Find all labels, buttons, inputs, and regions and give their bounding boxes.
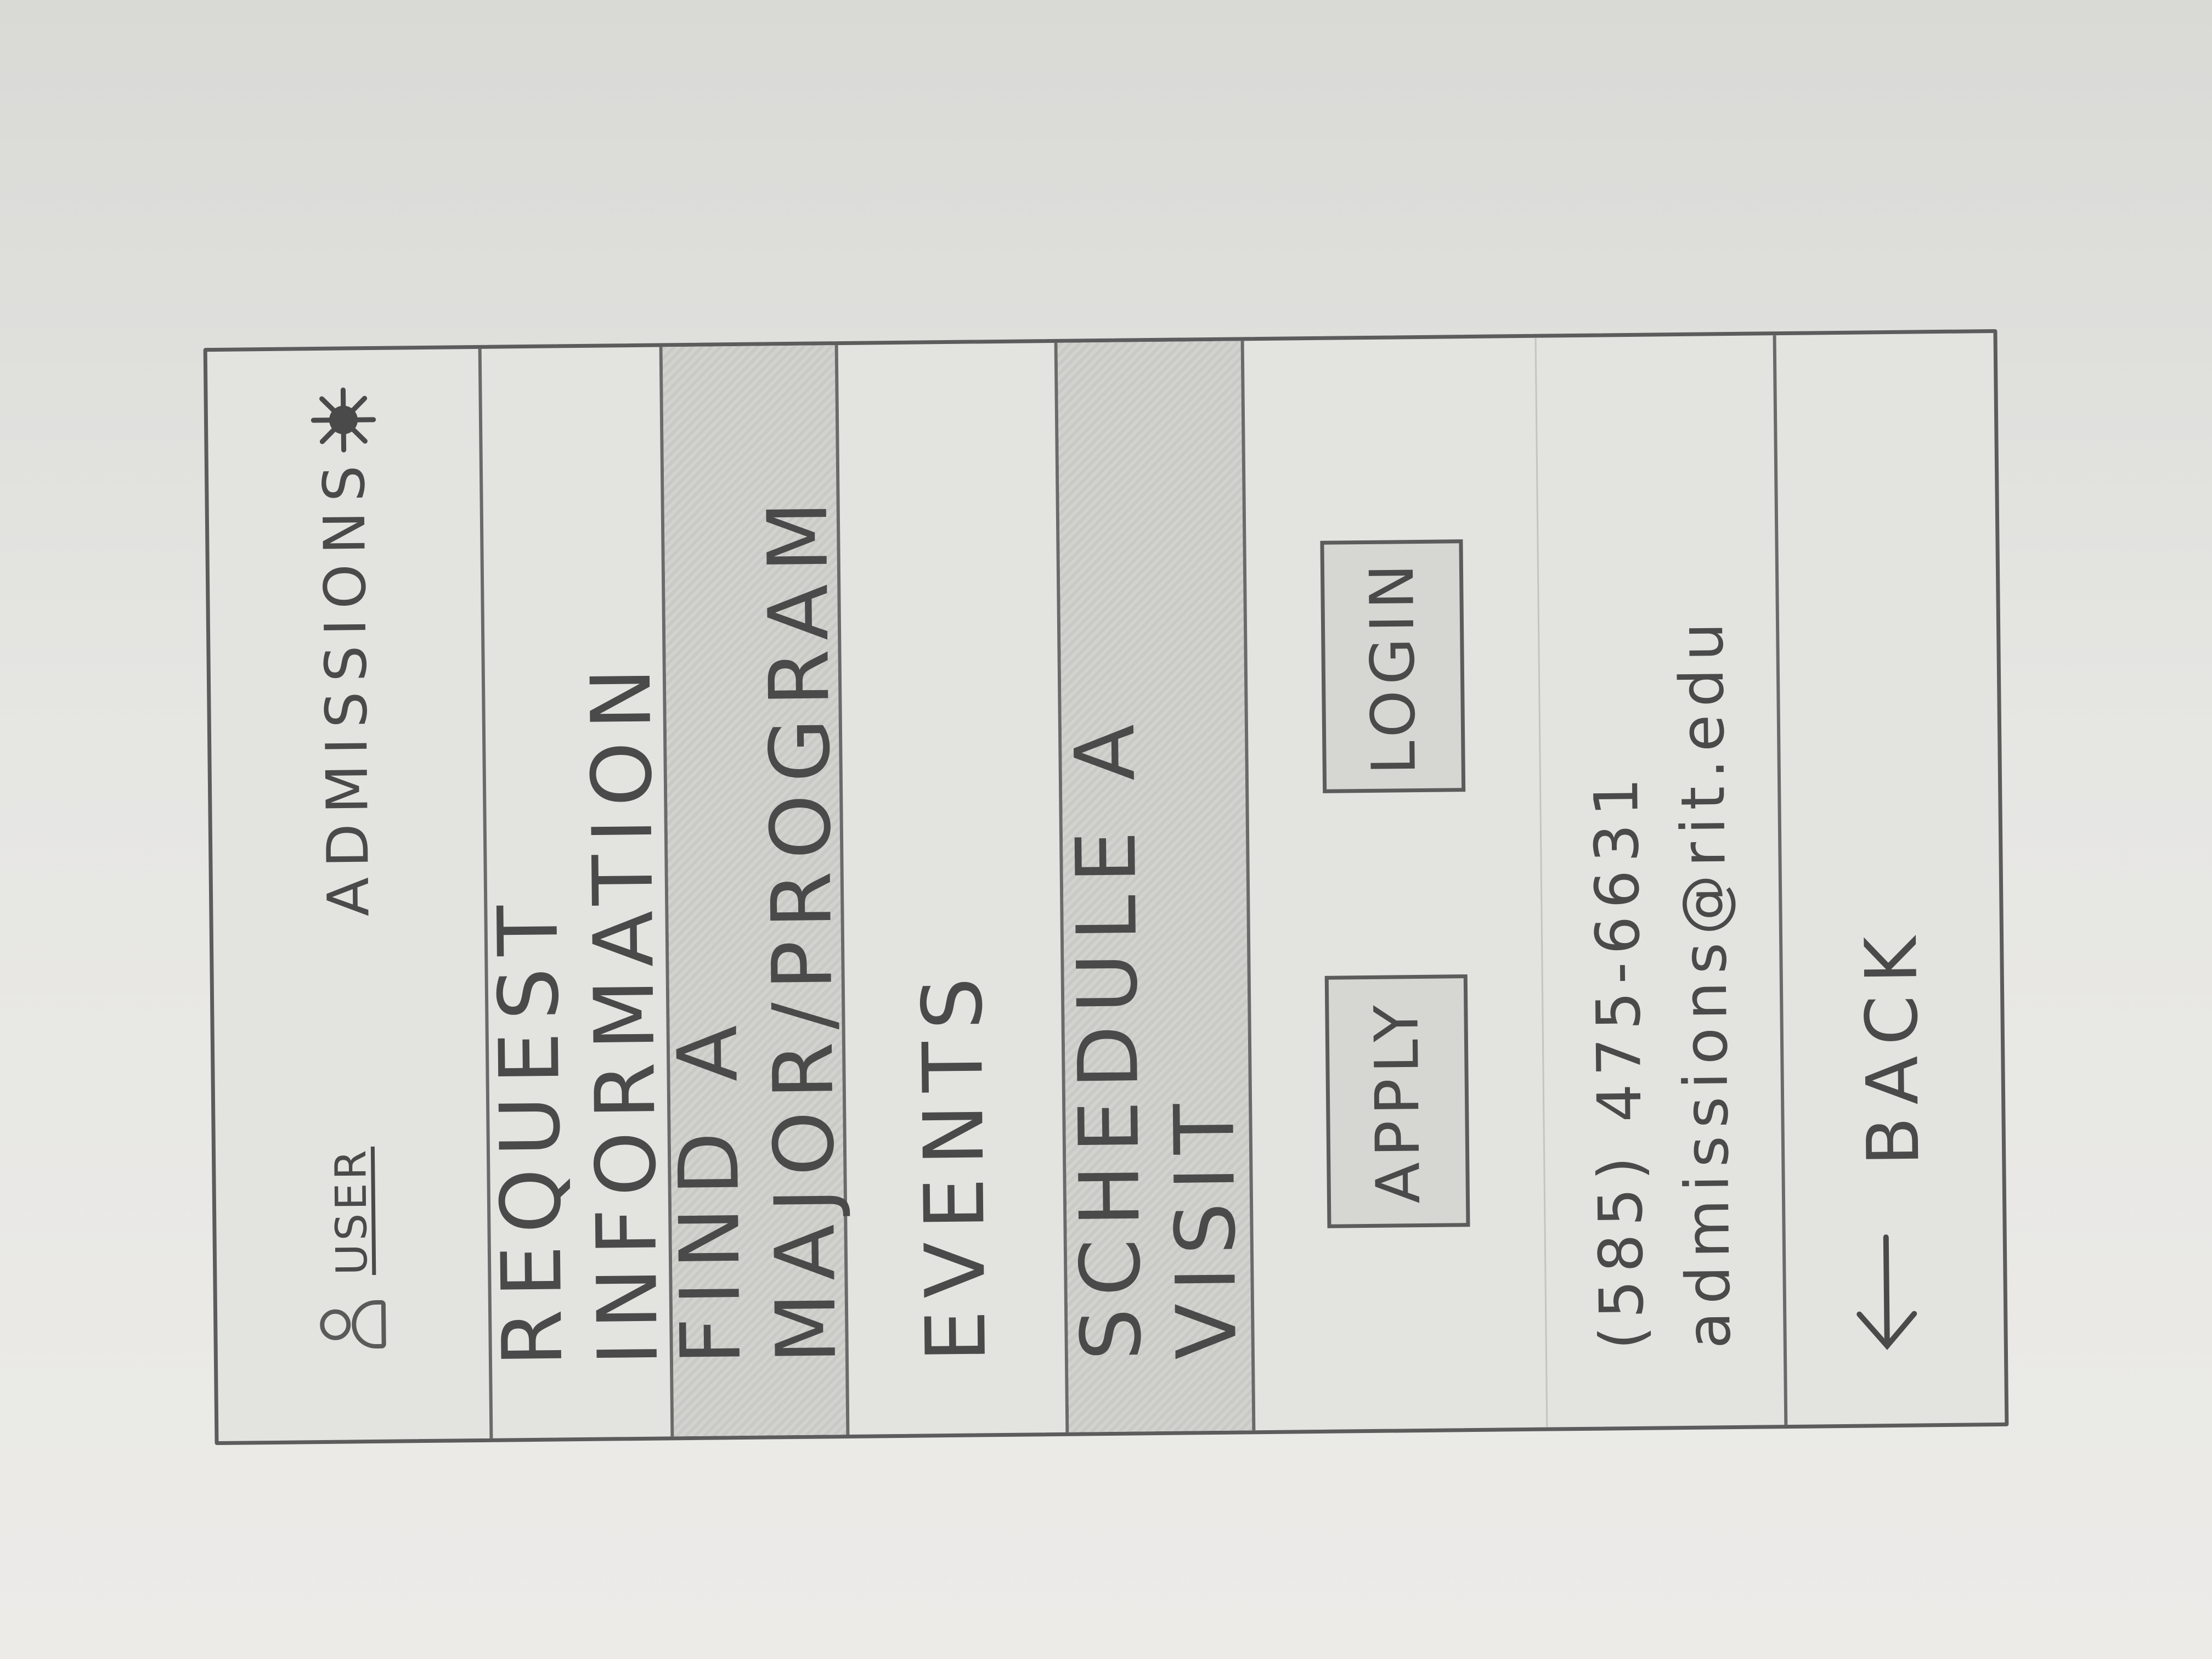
app-screen: USER ADMISSIONS REQUEST INFORMATION [203, 329, 2009, 1446]
login-button[interactable]: LOGIN [1320, 539, 1466, 794]
contact-info: (585) 475-6631 admissions@rit.edu [1534, 335, 1788, 1427]
user-profile-button[interactable]: USER [318, 1147, 386, 1352]
contact-phone-link[interactable]: (585) 475-6631 [1581, 770, 1657, 1350]
back-button[interactable]: BACK [1776, 333, 2005, 1425]
menu-item-label: EVENTS [905, 964, 1005, 1363]
gear-icon[interactable] [307, 384, 379, 456]
menu-item-label: FIND A MAJOR/PROGRAM [660, 488, 855, 1365]
user-label: USER [326, 1146, 377, 1276]
arrow-left-icon [1853, 1231, 1937, 1353]
user-icon [319, 1297, 386, 1352]
back-label: BACK [1849, 924, 1936, 1166]
app-header: USER ADMISSIONS [207, 348, 493, 1441]
menu-item-label: SCHEDULE A VISIT [1057, 712, 1256, 1361]
menu-item-find-major[interactable]: FIND A MAJOR/PROGRAM [660, 345, 855, 1437]
action-buttons: APPLY LOGIN [1244, 338, 1547, 1430]
menu-item-request-information[interactable]: REQUEST INFORMATION [481, 347, 676, 1438]
contact-email-link[interactable]: admissions@rit.edu [1666, 614, 1744, 1350]
menu-item-events[interactable]: EVENTS [838, 342, 1069, 1435]
apply-button[interactable]: APPLY [1324, 974, 1470, 1229]
menu-item-schedule-visit[interactable]: SCHEDULE A VISIT [1057, 341, 1256, 1432]
page-title: ADMISSIONS [310, 455, 382, 917]
menu-item-label: REQUEST INFORMATION [481, 655, 677, 1367]
sketch-phone-frame: USER ADMISSIONS REQUEST INFORMATION [203, 329, 2009, 1446]
